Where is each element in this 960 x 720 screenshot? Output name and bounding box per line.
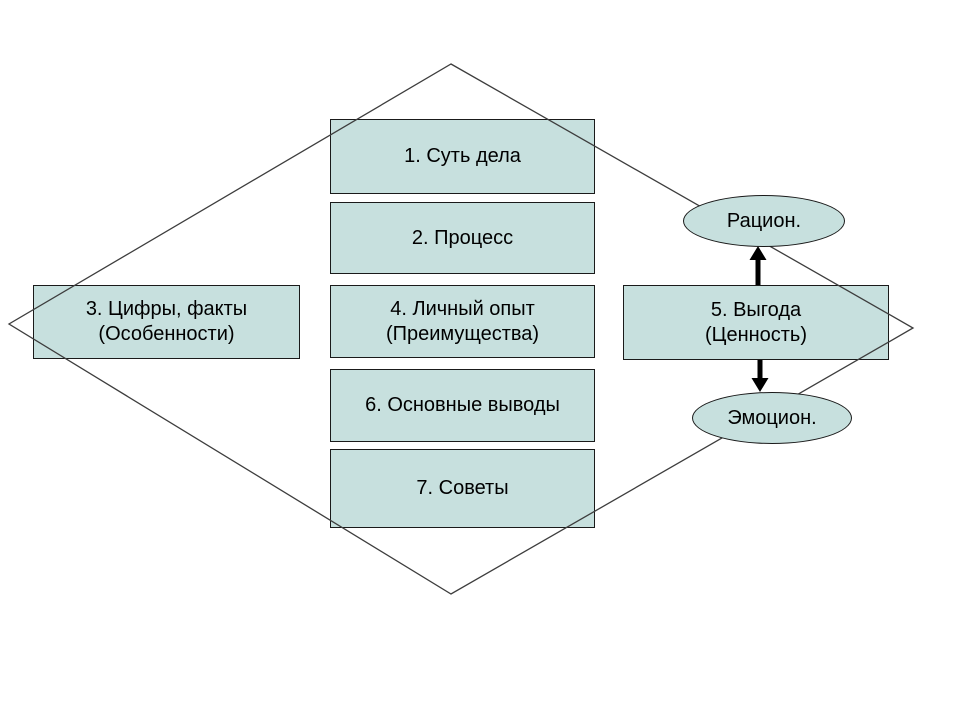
- box-facts-label: 3. Цифры, факты (Особенности): [85, 298, 248, 345]
- box-personal-experience-label: 4. Личный опыт (Преимущества): [385, 297, 540, 345]
- box-process: 2. Процесс: [330, 202, 595, 274]
- box-benefit: 5. Выгода (Ценность): [623, 285, 889, 360]
- box-essence: 1. Суть дела: [330, 119, 595, 194]
- box-facts: 3. Цифры, факты (Особенности): [33, 285, 300, 359]
- box-process-label: 2. Процесс: [411, 226, 514, 249]
- box-advice: 7. Советы: [330, 449, 595, 528]
- ellipse-rational-label: Рацион.: [726, 209, 802, 232]
- box-conclusions-label: 6. Основные выводы: [365, 394, 560, 416]
- arrow-up-to-rational-icon: [749, 246, 767, 285]
- box-essence-label: 1. Суть дела: [404, 145, 521, 167]
- arrow-down-to-emotional-icon: [751, 360, 769, 392]
- box-benefit-label: 5. Выгода (Ценность): [704, 298, 808, 346]
- ellipse-rational: Рацион.: [683, 195, 845, 247]
- box-conclusions: 6. Основные выводы: [330, 369, 595, 442]
- ellipse-emotional: Эмоцион.: [692, 392, 852, 444]
- box-advice-label: 7. Советы: [416, 477, 509, 499]
- ellipse-emotional-label: Эмоцион.: [727, 406, 817, 429]
- box-personal-experience: 4. Личный опыт (Преимущества): [330, 285, 595, 358]
